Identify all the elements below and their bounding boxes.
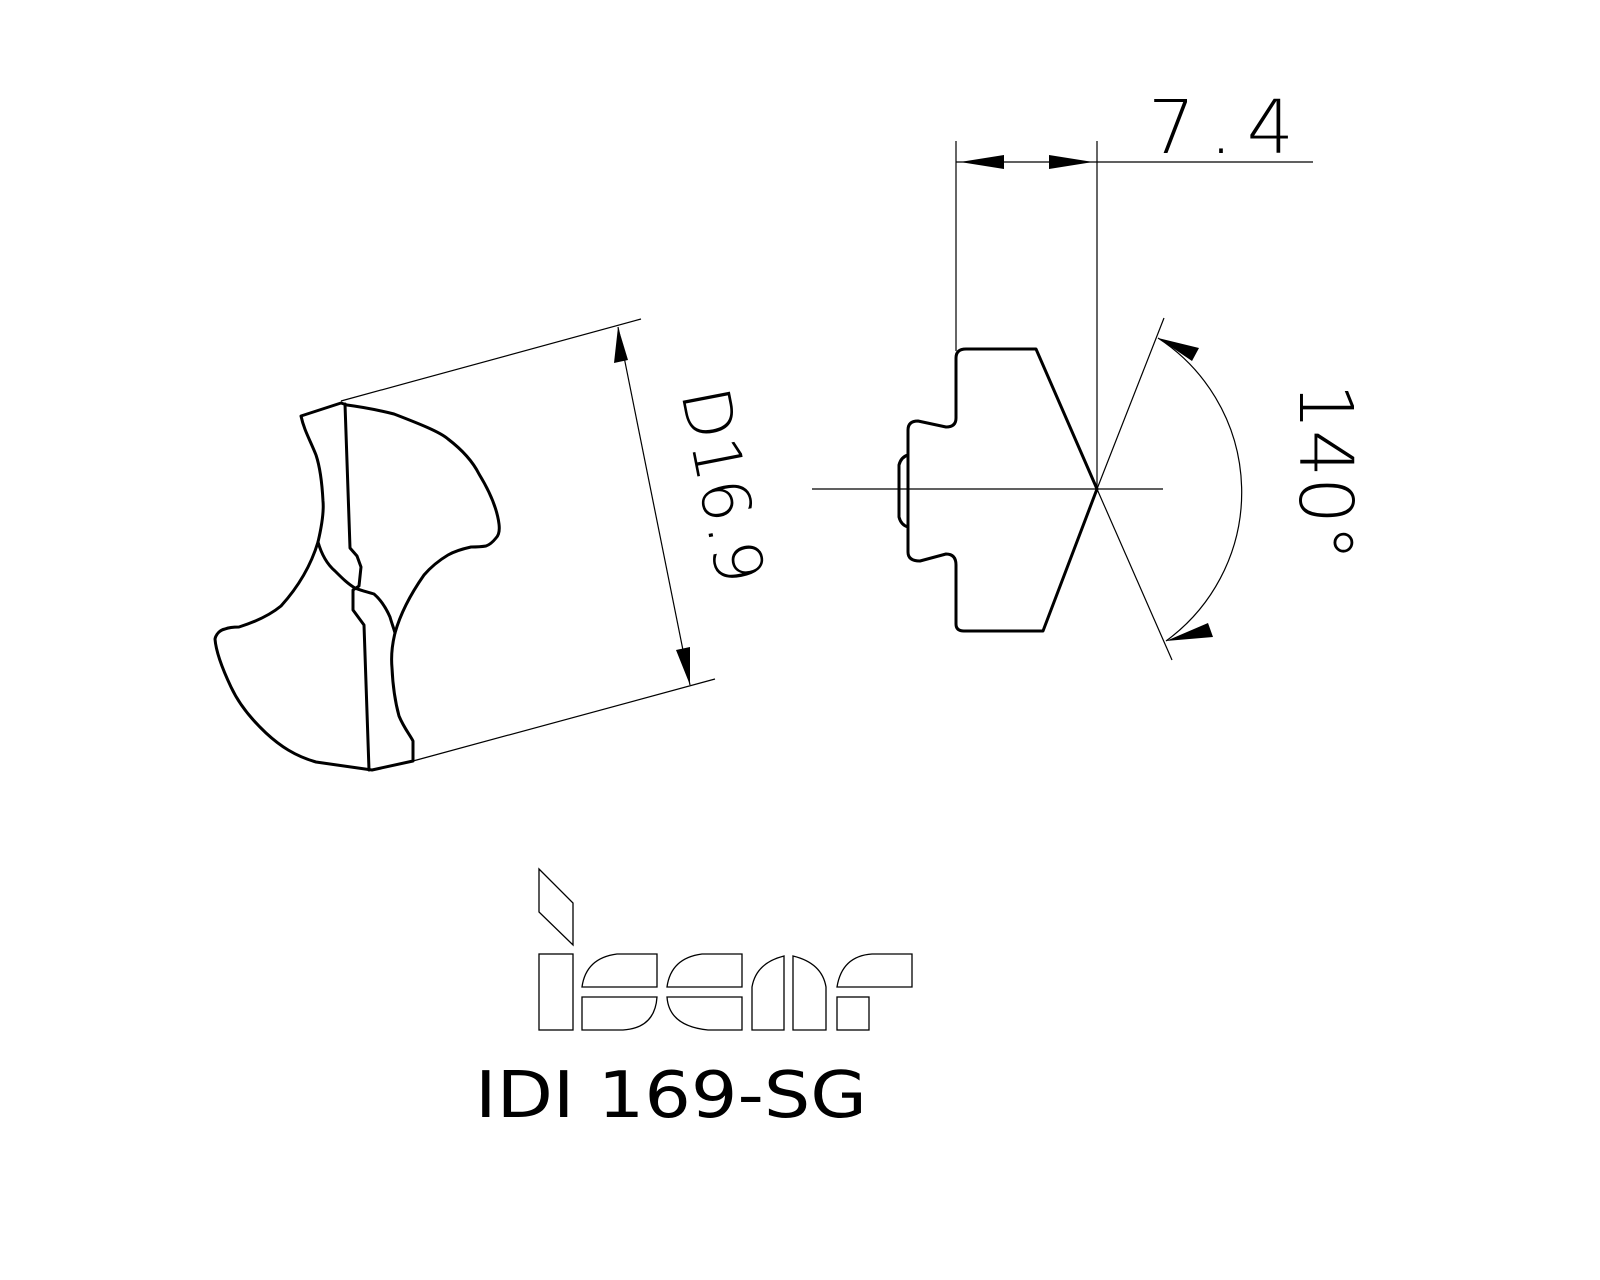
angle-arrowhead-bottom (1166, 623, 1213, 641)
iscar-logo (538, 867, 913, 1031)
logo-letter-c-bottom (666, 996, 743, 1031)
arrowhead-right (1049, 155, 1093, 169)
logo-letter-s-top (581, 953, 658, 988)
part-number: IDI 169-SG (475, 1059, 867, 1133)
diameter-dimension-line (617, 326, 691, 686)
inner-edge (316, 540, 397, 635)
logo-letter-a-left (751, 955, 785, 1031)
extension-line-top (340, 318, 642, 402)
logo-letter-c-top (666, 953, 743, 988)
logo-letter-a-right (792, 955, 827, 1031)
logo-letter-r-bottom (836, 996, 870, 1031)
web-line (343, 402, 371, 772)
arrowhead-left (960, 155, 1004, 169)
logo-letter-s-bottom (581, 996, 658, 1031)
profile-outline (897, 347, 1099, 633)
angle-arc (1157, 337, 1243, 642)
logo-letter-i (538, 953, 574, 1031)
drill-side-view: 7.4 140° (812, 85, 1368, 661)
logo-diamond (538, 867, 574, 947)
angle-line-top (1096, 317, 1165, 490)
extension-line-bottom (412, 678, 716, 762)
diameter-label: D16.9 (665, 381, 778, 590)
drill-end-view: D16.9 (213, 318, 779, 772)
logo-letter-r-top (836, 953, 913, 988)
arrowhead-bottom (676, 647, 690, 685)
angle-label: 140° (1282, 383, 1368, 561)
drill-outline (213, 401, 501, 772)
angle-arrowhead-top (1158, 338, 1199, 361)
angle-line-bottom (1096, 488, 1173, 661)
arrowhead-top (614, 327, 628, 363)
length-label: 7.4 (1148, 85, 1308, 171)
